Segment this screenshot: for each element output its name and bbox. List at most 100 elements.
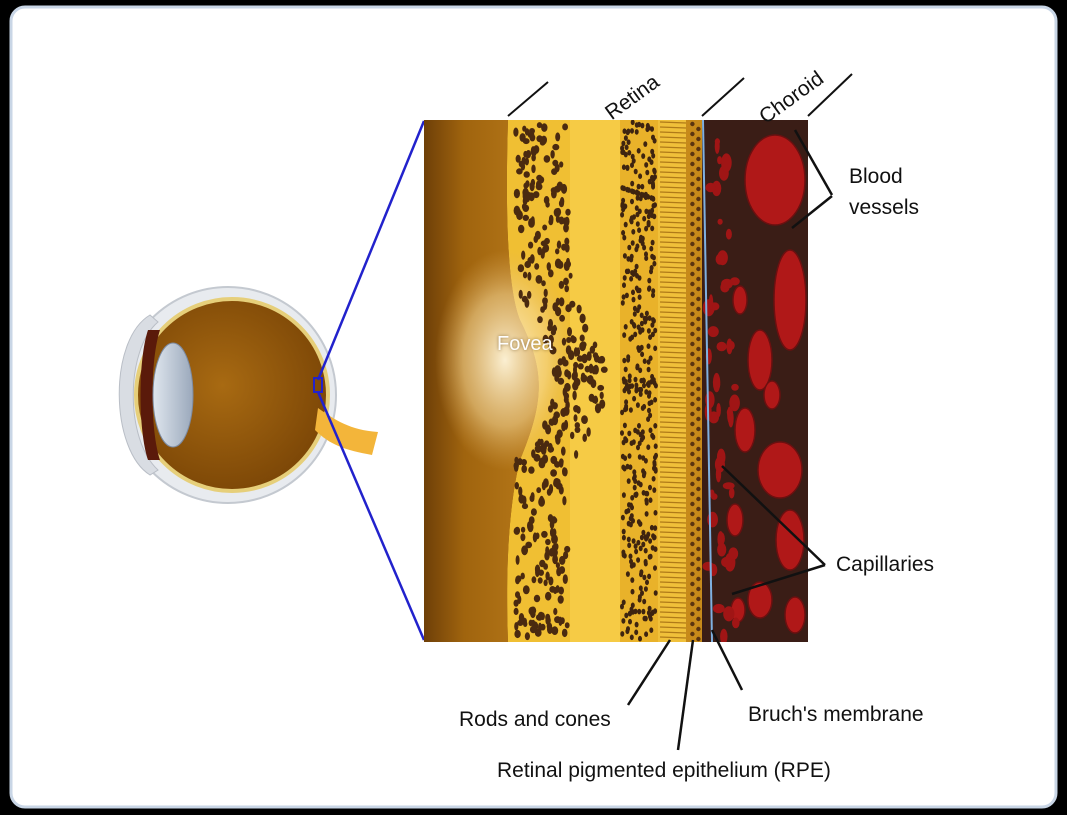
nucleus-dot [648,614,652,620]
nucleus-dot [653,202,657,208]
rpe-cell [690,412,694,416]
nucleus-dot [530,607,536,615]
nucleus-dot [573,405,579,412]
nucleus-dot [624,613,628,619]
nucleus-dot [641,429,645,435]
rpe-cell [696,267,700,271]
nucleus-dot [639,482,643,488]
rpe-cell [696,127,700,131]
nucleus-dot [635,189,639,195]
nucleus-dot [638,294,642,300]
nucleus-dot [645,311,649,317]
rpe-cell [690,122,694,126]
nucleus-dot [591,379,597,388]
nucleus-dot [555,132,560,141]
rods-and-cones-label: Rods and cones [459,707,611,733]
nucleus-dot [626,626,630,632]
nucleus-dot [542,297,548,304]
nucleus-dot [652,487,656,493]
nucleus-dot [635,492,639,498]
nucleus-dot [564,383,571,392]
rpe-cell [690,432,694,436]
rpe-cell [690,372,694,376]
rpe-cell [690,232,694,236]
nucleus-dot [593,342,598,349]
nucleus-dot [620,203,624,209]
nucleus-dot [634,388,638,394]
nucleus-dot [563,468,568,477]
nucleus-dot [531,449,535,458]
capillary-lumen [709,294,713,309]
nucleus-dot [624,438,628,444]
rpe-cell [690,492,694,496]
nucleus-dot [622,600,626,606]
rpe-cell [696,417,700,421]
nucleus-dot [632,538,636,544]
nucleus-dot [650,226,654,232]
nucleus-dot [555,248,559,254]
nucleus-dot [630,335,634,341]
nucleus-dot [647,278,651,284]
rpe-cell [690,332,694,336]
nucleus-dot [518,264,524,272]
nucleus-dot [581,415,588,424]
nucleus-dot [648,179,652,185]
nucleus-dot [565,304,571,312]
nucleus-dot [600,392,604,399]
rpe-cell [696,167,700,171]
nucleus-dot [559,281,564,289]
nucleus-dot [639,572,643,578]
rpe-cell [696,467,700,471]
nucleus-dot [521,251,525,260]
nucleus-dot [653,328,657,334]
nucleus-dot [630,181,634,187]
nucleus-dot [567,327,572,336]
nucleus-dot [549,586,555,593]
nucleus-dot [634,169,638,175]
nucleus-dot [636,345,640,351]
nucleus-dot [577,305,582,314]
capillaries-label: Capillaries [836,552,934,578]
rpe-cell [696,187,700,191]
nucleus-dot [649,269,653,275]
nucleus-dot [554,365,561,375]
nucleus-dot [559,297,565,306]
nucleus-dot [634,377,638,383]
nucleus-dot [514,189,520,198]
nucleus-dot [531,620,535,626]
rpe-cell [696,537,700,541]
nucleus-dot [541,531,548,538]
nucleus-dot [621,230,625,236]
nucleus-dot [545,202,549,208]
nucleus-dot [563,406,569,416]
nucleus-dot [531,508,537,516]
rpe-cell [696,277,700,281]
nucleus-dot [652,476,656,482]
nucleus-dot [640,590,644,596]
rpe-cell [690,482,694,486]
nucleus-dot [647,343,651,349]
nucleus-dot [563,574,568,584]
nucleus-dot [575,427,581,433]
rpe-cell [696,447,700,451]
nucleus-dot [632,297,636,303]
nucleus-dot [628,611,632,617]
rpe-cell [690,142,694,146]
nucleus-dot [528,218,535,228]
nucleus-dot [562,338,566,346]
nucleus-dot [644,162,648,168]
nucleus-dot [651,317,655,323]
nucleus-dot [550,469,557,476]
nucleus-dot [561,447,566,456]
capillary-lumen [721,279,733,289]
nucleus-dot [637,148,641,154]
nucleus-dot [562,496,566,505]
nucleus-dot [647,408,651,414]
nucleus-dot [631,120,635,126]
nucleus-dot [621,465,625,471]
nucleus-dot [648,413,652,419]
nucleus-dot [622,164,626,170]
nucleus-dot [644,631,648,637]
capillary-lumen [726,339,732,355]
nucleus-dot [525,299,530,308]
